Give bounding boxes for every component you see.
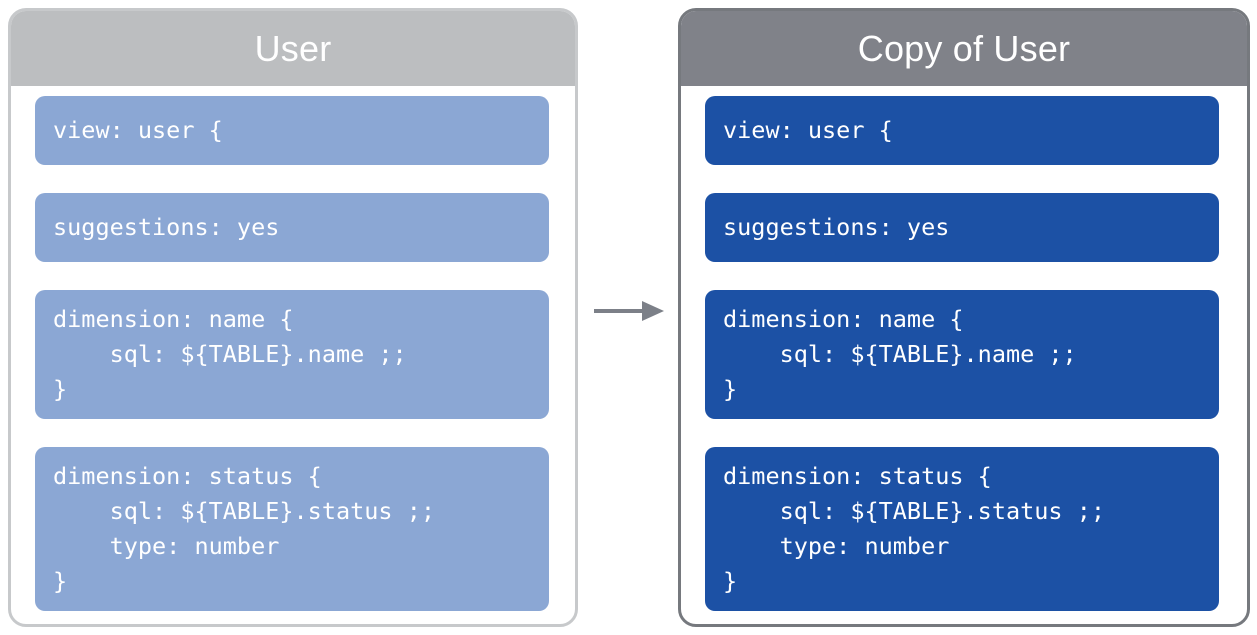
code-block-dimension-name[interactable]: dimension: name { sql: ${TABLE}.name ;; … [35, 290, 549, 419]
panel-source-title: User [11, 11, 575, 86]
panel-copy-of-user: Copy of User view: user { suggestions: y… [678, 8, 1250, 627]
code-block-suggestions-copy[interactable]: suggestions: yes [705, 193, 1219, 262]
panel-copy-body: view: user { suggestions: yes dimension:… [681, 86, 1247, 611]
panel-source-body: view: user { suggestions: yes dimension:… [11, 86, 575, 611]
code-block-dimension-status-copy[interactable]: dimension: status { sql: ${TABLE}.status… [705, 447, 1219, 611]
code-block-dimension-name-copy[interactable]: dimension: name { sql: ${TABLE}.name ;; … [705, 290, 1219, 419]
code-block-suggestions[interactable]: suggestions: yes [35, 193, 549, 262]
code-block-dimension-status[interactable]: dimension: status { sql: ${TABLE}.status… [35, 447, 549, 611]
code-block-view-copy[interactable]: view: user { [705, 96, 1219, 165]
panel-copy-title: Copy of User [681, 11, 1247, 86]
code-block-view[interactable]: view: user { [35, 96, 549, 165]
arrow-right-icon [592, 296, 666, 326]
panel-source-user: User view: user { suggestions: yes dimen… [8, 8, 578, 627]
